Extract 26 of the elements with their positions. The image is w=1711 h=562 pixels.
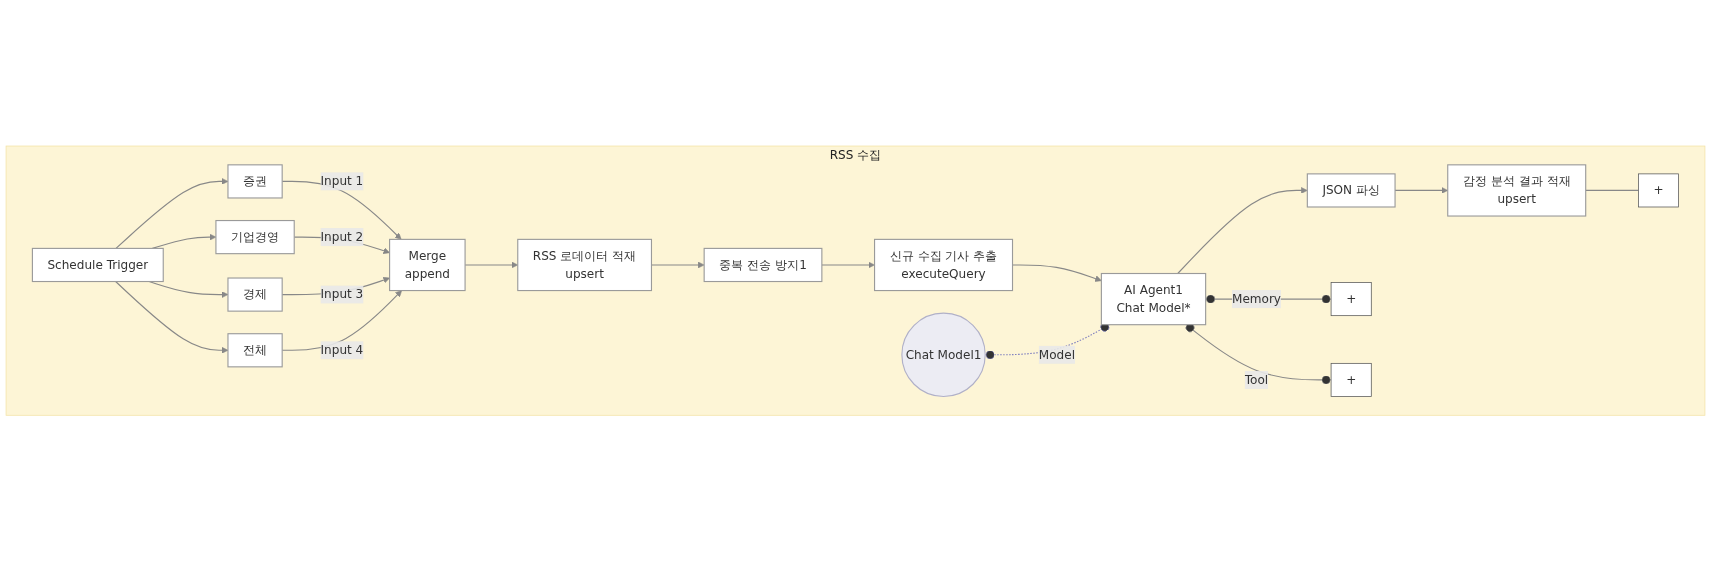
node-box: 경제 [227,277,283,313]
edge-label: Input 1 [320,174,364,189]
node-box: 기업경영 [215,220,295,255]
node-box: 증권 [227,164,283,199]
edge-label: Model [1038,347,1076,362]
node-box: Merge append [389,239,466,292]
arrow [1177,187,1308,275]
edge-label: Input 2 [320,229,364,245]
node-box: RSS 로데이터 적재 upsert [517,239,653,292]
node-circle: Chat Model1 [901,312,986,398]
edge-label: Memory [1231,291,1281,307]
edge-label: Tool [1244,372,1269,388]
node-box: 감정 분석 결과 적재 upsert [1447,164,1587,217]
node-box: JSON 파싱 [1306,173,1396,208]
node-box: 신규 수집 기사 추출 executeQuery [874,239,1014,292]
node-box: AI Agent1 Chat Model* [1100,273,1207,326]
connector [1585,190,1639,192]
node-box: 전체 [227,333,283,368]
edge-label: Input 4 [320,343,364,358]
edge-label: Input 3 [320,287,364,302]
node-box: + [1638,173,1679,208]
node-box: + [1330,282,1372,317]
arrow [821,262,875,269]
node-box: Schedule Trigger [31,248,164,283]
node-box: 중복 전송 방지1 [703,248,823,283]
node-box: + [1330,363,1372,398]
